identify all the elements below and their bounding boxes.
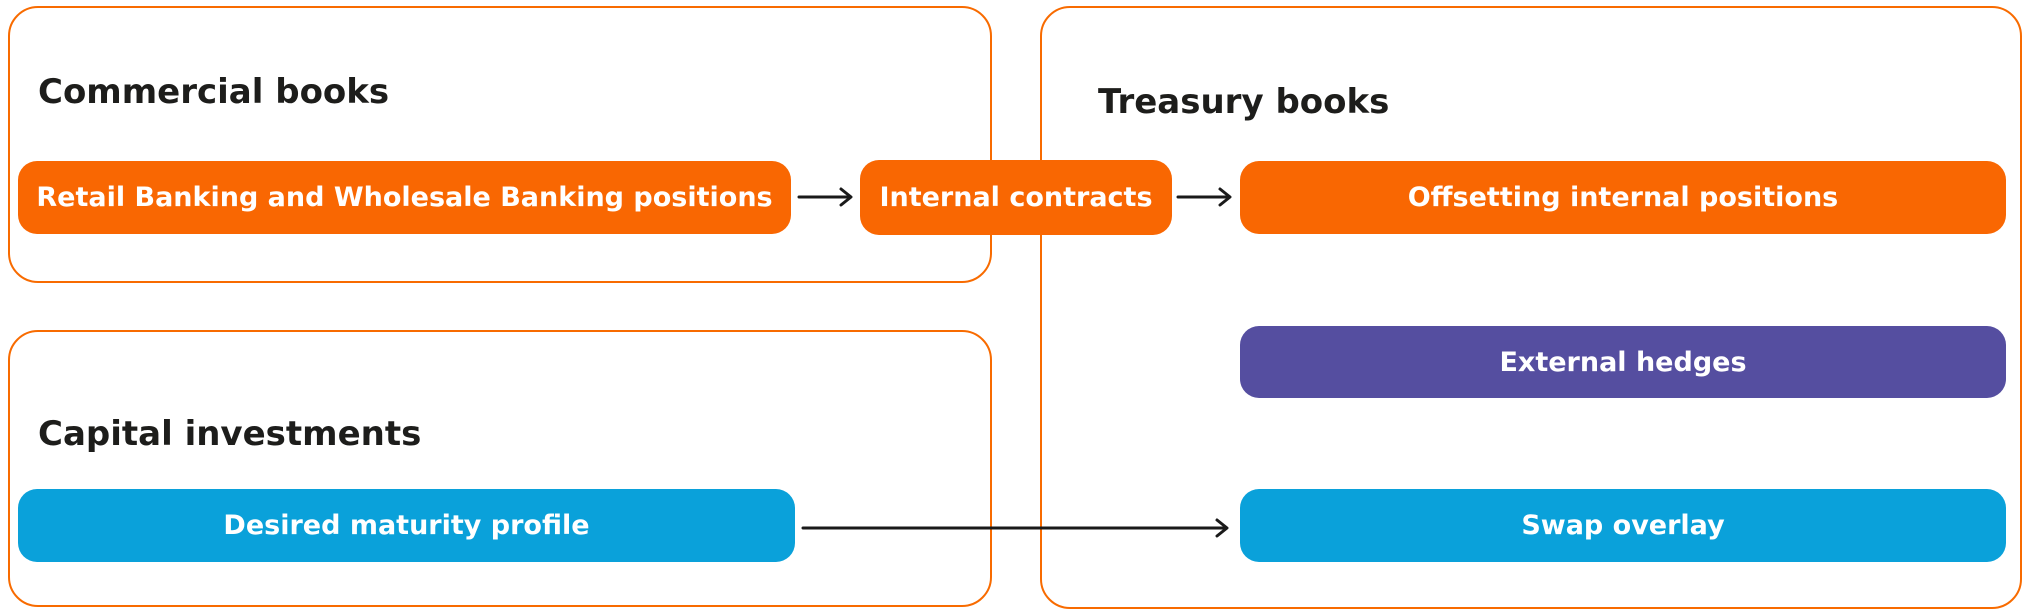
container-commercial-books: Commercial books [8,6,992,283]
node-external-hedges: External hedges [1240,326,2006,398]
container-treasury-books: Treasury books [1040,6,2022,609]
node-retail-wholesale-positions: Retail Banking and Wholesale Banking pos… [18,161,791,234]
node-offsetting-internal-positions: Offsetting internal positions [1240,161,2006,234]
node-internal-contracts: Internal contracts [860,160,1172,235]
container-capital-investments: Capital investments [8,330,992,607]
treasury-books-title: Treasury books [1098,82,1390,123]
arrow-maturity-profile-to-swap-overlay [801,518,1229,538]
node-swap-overlay: Swap overlay [1240,489,2006,562]
commercial-books-title: Commercial books [38,72,390,113]
arrow-internal-contracts-to-offsetting [1176,187,1232,207]
node-desired-maturity-profile: Desired maturity profile [18,489,795,562]
arrow-retail-to-internal-contracts [797,187,853,207]
capital-investments-title: Capital investments [38,414,422,455]
